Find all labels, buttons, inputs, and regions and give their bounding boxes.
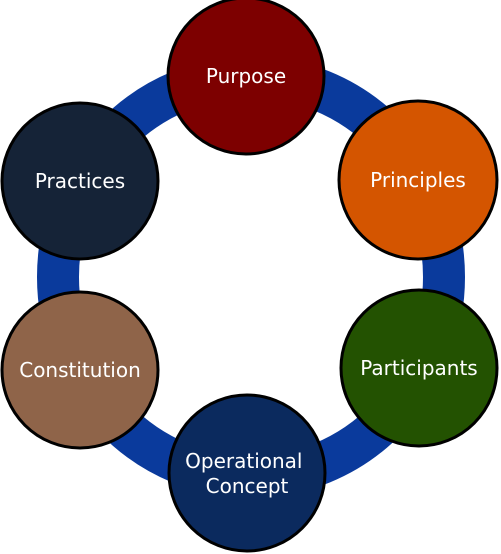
node-practices-circle (0, 101, 160, 261)
node-practices: Practices (0, 101, 160, 261)
node-purpose: Purpose (166, 0, 326, 156)
node-principles: Principles (337, 99, 499, 261)
node-constitution: Constitution (0, 290, 160, 450)
node-purpose-circle (166, 0, 326, 156)
node-operational-concept: Operational Concept (167, 393, 327, 553)
node-operational-concept-label: Operational Concept (185, 449, 309, 498)
node-practices-label: Practices (35, 169, 125, 193)
node-participants-circle (339, 288, 499, 448)
node-purpose-label: Purpose (206, 64, 286, 88)
node-operational-concept-circle (167, 393, 327, 553)
node-constitution-label: Constitution (19, 358, 141, 382)
node-participants: Participants (339, 288, 499, 448)
node-participants-label: Participants (360, 356, 477, 380)
node-principles-circle (337, 99, 499, 261)
node-principles-label: Principles (370, 168, 466, 192)
node-constitution-circle (0, 290, 160, 450)
